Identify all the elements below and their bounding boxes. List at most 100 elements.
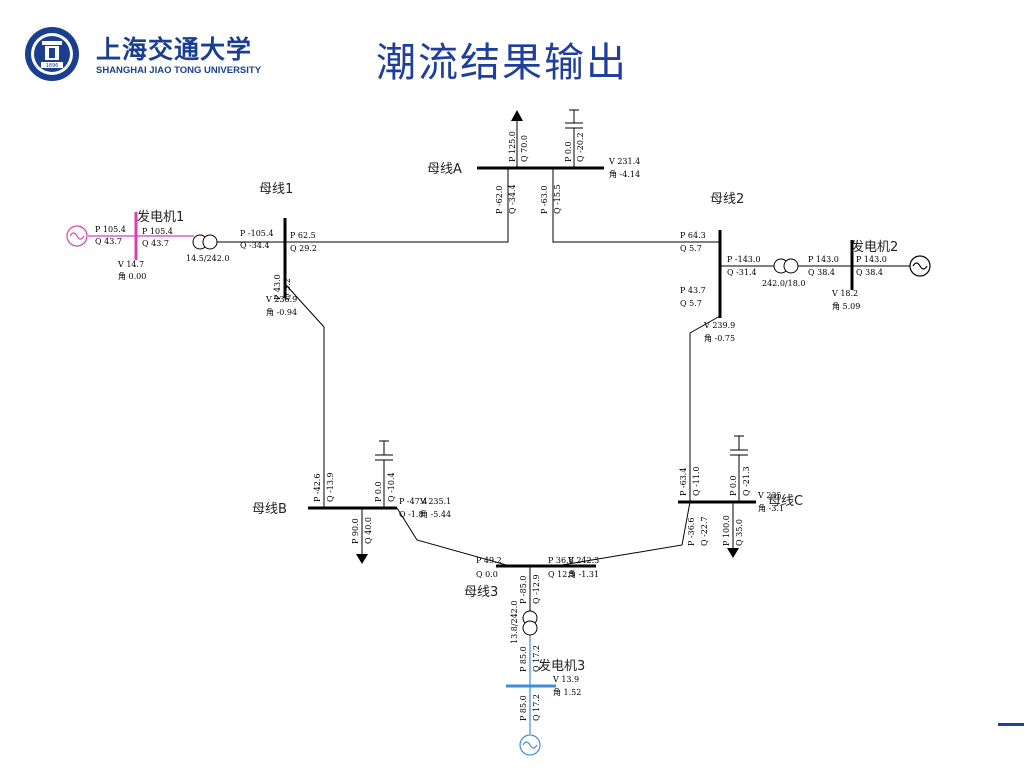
busB-label: 母线B: [252, 502, 287, 517]
shunt-capacitors: [375, 109, 748, 461]
line-bus1-busA: [286, 168, 509, 243]
busC-load-arrow-icon: [727, 548, 739, 558]
gen3-p-in: P 85.0: [519, 646, 528, 672]
transformer-t2-icon: [773, 258, 799, 274]
busC-voltage: V 235: [757, 491, 782, 500]
page-title: 潮流结果输出: [376, 40, 628, 86]
busB-capacitor-icon: [375, 440, 393, 461]
gen1-source-icon: [66, 225, 88, 247]
t1-p-in: P -105.4: [240, 229, 274, 238]
bus2-toA-p: P 64.3: [680, 231, 706, 240]
busA-label: 母线A: [427, 162, 462, 177]
bus3-angle: 角 -1.31: [568, 569, 599, 579]
gen3-angle: 角 1.52: [553, 687, 581, 697]
gen1-p: P 105.4: [95, 225, 126, 234]
gen2-source-icon: [909, 255, 931, 277]
busC-shunt-q: Q -21.3: [742, 466, 751, 496]
line-bus1-busB: [285, 284, 325, 508]
logo-english-name: SHANGHAI JIAO TONG UNIVERSITY: [96, 65, 262, 76]
busC-values: P -63.4 Q -11.0 P 0.0 Q -21.3 P -36.6 Q …: [679, 466, 784, 546]
logo-year: 1896: [46, 63, 59, 69]
busA-shunt-q: Q -20.2: [576, 132, 585, 162]
busA-to2-p: P -63.0: [540, 186, 549, 214]
t1-q-in: Q -34.4: [240, 241, 270, 250]
bus1-angle: 角 -0.94: [266, 307, 297, 317]
bus2-values: P 64.3 Q 5.7 P 43.7 Q 5.7 V 239.9 角 -0.7…: [680, 231, 887, 343]
transformer-t1-icon: [192, 234, 218, 250]
busB-load-q: Q 40.0: [364, 517, 373, 544]
gen1-label: 发电机1: [137, 209, 184, 225]
bus2-toA-q: Q 5.7: [680, 244, 702, 253]
busC-to3-q: Q -22.7: [700, 516, 709, 546]
transmission-lines: [212, 118, 910, 614]
busB-shunt-q: Q -10.4: [387, 472, 396, 502]
bus1-toA-q: Q 29.2: [290, 244, 317, 253]
load-arrows: [356, 110, 739, 564]
bus3-toC-p: P 36.8: [548, 556, 574, 565]
busA-to1-p: P -62.0: [495, 186, 504, 214]
busB-values: P -42.6 Q -13.9 P 0.0 Q -10.4 P 90.0 Q 4…: [313, 472, 451, 544]
transformers: [192, 234, 799, 636]
gen3-p-out: P 85.0: [519, 695, 528, 721]
busB-voltage: V 235.1: [419, 497, 451, 506]
busC-angle: 角 -3.1: [758, 503, 784, 513]
busB-load-arrow-icon: [356, 554, 368, 564]
t2-q-in: Q -31.4: [727, 268, 757, 277]
bus2-toC-q: Q 5.7: [680, 299, 702, 308]
bus3-values: P 49.2 Q 0.0 P 36.8 Q 12.5 V 242.3 角 -1.…: [476, 556, 599, 721]
t3-ratio: 13.8/242.0: [510, 601, 519, 644]
gen1-values: P 105.4 Q 43.7 P 105.4 Q 43.7 V 14.7 角 0…: [95, 225, 274, 281]
bus3-voltage: V 242.3: [567, 556, 599, 565]
t3-p-in: P -85.0: [519, 576, 528, 604]
busC-load-q: Q 35.0: [735, 519, 744, 546]
bus1-toB-p: P 43.0: [273, 274, 282, 300]
busA-to1-q: Q -34.4: [508, 184, 517, 214]
gen1-q-out: Q 43.7: [142, 239, 169, 248]
busA-load-p: P 125.0: [508, 131, 517, 162]
gen2-voltage: V 18.2: [831, 289, 858, 298]
busB-angle: 角 -5.44: [420, 509, 451, 519]
bus3-label: 母线3: [464, 585, 498, 600]
gen1-voltage: V 14.7: [117, 260, 144, 269]
busA-load-arrow-icon: [511, 110, 523, 121]
generator-branches: [88, 235, 531, 734]
busB-shunt-p: P 0.0: [374, 481, 383, 502]
gen3-q-out: Q 17.2: [532, 694, 541, 721]
gen3-voltage: V 13.9: [552, 675, 579, 684]
bus1-toA-p: P 62.5: [290, 231, 316, 240]
gen1-q: Q 43.7: [95, 237, 122, 246]
bus3-toC-q: Q 12.5: [548, 570, 575, 579]
busC-shunt-p: P 0.0: [729, 475, 738, 496]
busC-from2-q: Q -11.0: [692, 466, 701, 496]
gen2-label: 发电机2: [851, 239, 898, 255]
busB-load-p: P 90.0: [351, 518, 360, 544]
busA-to2-q: Q -15.5: [553, 184, 562, 214]
busA-shunt-p: P 0.0: [564, 141, 573, 162]
busA-angle: 角 -4.14: [609, 169, 640, 179]
line-bus2-busC: [689, 315, 721, 502]
line-busC-bus3: [555, 501, 691, 567]
logo-chinese-name: 上海交通大学: [96, 35, 253, 64]
busB-to3-p: P -47.4: [399, 497, 427, 506]
busC-label: 母线C: [768, 494, 803, 509]
slide-corner-bar: [998, 723, 1024, 726]
gen1-angle: 角 0.00: [118, 271, 146, 281]
bus2-label: 母线2: [710, 192, 744, 207]
bus1-voltage: V 236.9: [265, 295, 297, 304]
gen2-p-out: P 143.0: [856, 255, 887, 264]
bus-labels: 母线A 母线1 母线2 母线B 母线C 母线3 发电机1 发电机2 发电机3: [137, 162, 898, 674]
busC-to3-p: P -36.6: [687, 518, 696, 546]
busB-to3-q: Q -1.8: [399, 510, 424, 519]
t3-q-in: Q -12.9: [532, 574, 541, 604]
bus3-toB-q: Q 0.0: [476, 570, 498, 579]
busB-from1-p: P -42.6: [313, 474, 322, 502]
line-busB-bus3: [396, 507, 511, 567]
bus2-voltage: V 239.9: [703, 321, 735, 330]
bus1-toB-q: Q 5.2: [283, 278, 292, 300]
busC-capacitor-icon: [730, 435, 748, 456]
gen3-q-in: Q 17.2: [532, 645, 541, 672]
transformer-t3-icon: [522, 610, 538, 636]
gen3-source-icon: [519, 734, 541, 756]
bus2-toC-p: P 43.7: [680, 286, 706, 295]
